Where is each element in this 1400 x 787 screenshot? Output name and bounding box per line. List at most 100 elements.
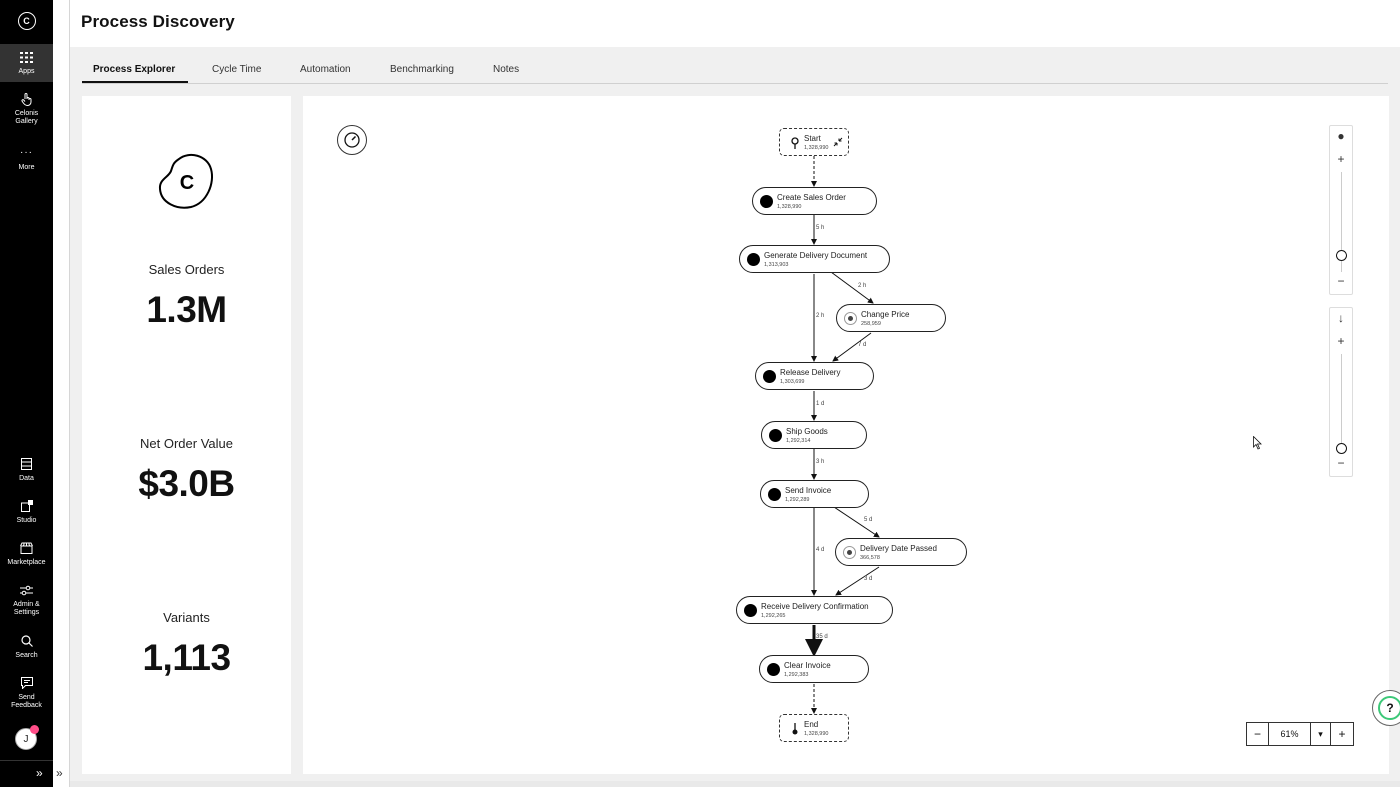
node-receive-delivery-confirmation[interactable]: Receive Delivery Confirmation 1,292,265 bbox=[736, 596, 893, 624]
kpi-label-sales-orders: Sales Orders bbox=[148, 262, 225, 277]
secondary-strip: » bbox=[53, 0, 70, 787]
help-button[interactable]: ? bbox=[1372, 690, 1400, 726]
marketplace-icon bbox=[20, 541, 34, 555]
kpi-value-sales-orders: 1.3M bbox=[146, 289, 227, 330]
edge-label: 4 d bbox=[816, 547, 825, 553]
activity-minus-button[interactable]: − bbox=[1337, 274, 1345, 288]
page-title: Process Discovery bbox=[81, 12, 235, 31]
edge-label: 35 d bbox=[816, 634, 828, 640]
expand-panel-icon[interactable]: » bbox=[56, 766, 63, 780]
activity-plus-button[interactable]: + bbox=[1337, 152, 1345, 166]
activity-dot-icon bbox=[769, 429, 782, 442]
node-ship-goods[interactable]: Ship Goods 1,292,314 bbox=[761, 421, 867, 449]
rail-label: Send Feedback bbox=[11, 694, 42, 709]
tab-cycle-time[interactable]: Cycle Time bbox=[212, 64, 262, 75]
rail-label: Admin & Settings bbox=[13, 601, 40, 616]
rail-item-send-feedback[interactable]: Send Feedback bbox=[0, 676, 53, 710]
zoom-out-button[interactable]: − bbox=[1247, 723, 1269, 745]
svg-text:C: C bbox=[180, 172, 194, 194]
rail-label: Marketplace bbox=[7, 559, 46, 566]
node-label: Change Price bbox=[861, 310, 910, 319]
rail-item-admin-settings[interactable]: Admin & Settings bbox=[0, 583, 53, 617]
edge-label: 2 h bbox=[816, 313, 825, 319]
start-pin-icon bbox=[791, 137, 799, 149]
notification-dot bbox=[30, 725, 39, 734]
node-count: 1,328,990 bbox=[777, 204, 802, 210]
edge-label: 5 h bbox=[816, 225, 825, 231]
rail-label: Studio bbox=[16, 517, 37, 524]
zoom-in-button[interactable]: + bbox=[1338, 727, 1346, 741]
node-count: 258,959 bbox=[861, 321, 881, 327]
map-orientation-button[interactable] bbox=[337, 125, 367, 155]
node-create-sales-order[interactable]: Create Sales Order 1,328,990 bbox=[752, 187, 877, 215]
connection-plus-button[interactable]: + bbox=[1337, 334, 1345, 348]
tab-notes[interactable]: Notes bbox=[493, 64, 520, 75]
connection-slider-track[interactable] bbox=[1341, 354, 1342, 454]
database-icon bbox=[20, 457, 34, 471]
node-count: 1,313,903 bbox=[764, 262, 789, 268]
tab-benchmarking[interactable]: Benchmarking bbox=[390, 64, 454, 75]
rail-item-data[interactable]: Data bbox=[0, 457, 53, 483]
feedback-icon bbox=[20, 676, 34, 690]
tab-automation[interactable]: Automation bbox=[300, 64, 351, 75]
edge-generate-changeprice[interactable] bbox=[830, 271, 874, 304]
rail-item-marketplace[interactable]: Marketplace bbox=[0, 541, 53, 567]
node-send-invoice[interactable]: Send Invoice 1,292,289 bbox=[760, 480, 869, 508]
kpi-label-net-order-value: Net Order Value bbox=[140, 436, 233, 451]
connection-slider-knob[interactable] bbox=[1336, 443, 1347, 454]
node-label: Ship Goods bbox=[786, 427, 828, 436]
edge-label: 5 d bbox=[864, 517, 873, 523]
edge-invoice-datepassed[interactable] bbox=[833, 506, 880, 538]
node-count: 1,328,990 bbox=[804, 731, 829, 737]
edge-label: 2 h bbox=[858, 283, 867, 289]
rail-label: More bbox=[18, 164, 35, 171]
node-label: End bbox=[804, 720, 819, 729]
left-navigation-rail: C Apps Celonis Gallery ··· More Data Stu… bbox=[0, 0, 53, 787]
kpi-value-variants: 1,113 bbox=[142, 637, 231, 678]
edge-label: 3 d bbox=[864, 576, 873, 582]
expand-rail-icon[interactable]: » bbox=[36, 766, 43, 780]
node-count: 366,578 bbox=[860, 555, 880, 561]
hand-pointer-icon bbox=[20, 92, 34, 106]
node-change-price[interactable]: Change Price 258,959 bbox=[836, 304, 946, 332]
activity-slider-track[interactable] bbox=[1341, 172, 1342, 272]
node-count: 1,292,265 bbox=[761, 613, 786, 619]
compass-icon bbox=[344, 132, 360, 148]
collapse-arrows-icon[interactable] bbox=[833, 137, 843, 147]
rail-item-search[interactable]: Search bbox=[0, 634, 53, 660]
node-release-delivery[interactable]: Release Delivery 1,303,699 bbox=[755, 362, 874, 390]
start-node[interactable]: Start 1,328,990 bbox=[779, 128, 849, 156]
node-clear-invoice[interactable]: Clear Invoice 1,292,383 bbox=[759, 655, 869, 683]
rail-item-apps[interactable]: Apps bbox=[0, 44, 53, 82]
end-pin-icon bbox=[792, 723, 798, 735]
activity-slider-knob[interactable] bbox=[1336, 250, 1347, 261]
sliders-icon bbox=[20, 583, 34, 597]
node-generate-delivery-document[interactable]: Generate Delivery Document 1,313,903 bbox=[739, 245, 890, 273]
activity-dot-icon bbox=[760, 195, 773, 208]
rail-item-more[interactable]: ··· More bbox=[0, 146, 53, 172]
edge-changeprice-release[interactable] bbox=[832, 332, 872, 362]
tab-process-explorer[interactable]: Process Explorer bbox=[93, 64, 176, 75]
edge-label: 3 h bbox=[816, 459, 825, 465]
zoom-dropdown-button[interactable]: ▾ bbox=[1311, 723, 1331, 745]
kpi-panel: C Sales Orders 1.3M Net Order Value $3.0… bbox=[82, 96, 291, 774]
ellipsis-icon: ··· bbox=[20, 147, 33, 158]
edge-datepassed-confirmation[interactable] bbox=[835, 566, 880, 596]
logo-letter: C bbox=[23, 16, 30, 26]
node-count: 1,303,699 bbox=[780, 379, 805, 385]
rail-item-studio[interactable]: Studio bbox=[0, 499, 53, 525]
node-count: 1,292,289 bbox=[785, 497, 810, 503]
zoom-level: 61% bbox=[1269, 723, 1311, 745]
connection-minus-button[interactable]: − bbox=[1337, 456, 1345, 470]
rail-item-celonis-gallery[interactable]: Celonis Gallery bbox=[0, 92, 53, 126]
rail-label: Celonis Gallery bbox=[14, 110, 39, 125]
celonis-logo[interactable]: C bbox=[0, 8, 53, 34]
end-node[interactable]: End 1,328,990 bbox=[779, 714, 849, 742]
node-label: Delivery Date Passed bbox=[860, 544, 937, 553]
process-map-canvas[interactable]: Start 1,328,990 Create Sales Order 1,328… bbox=[303, 96, 1389, 774]
node-delivery-date-passed[interactable]: Delivery Date Passed 366,578 bbox=[835, 538, 967, 566]
mouse-cursor-icon bbox=[1253, 436, 1262, 450]
search-icon bbox=[20, 634, 34, 648]
node-label: Start bbox=[804, 134, 821, 143]
user-avatar[interactable]: J bbox=[15, 725, 39, 750]
